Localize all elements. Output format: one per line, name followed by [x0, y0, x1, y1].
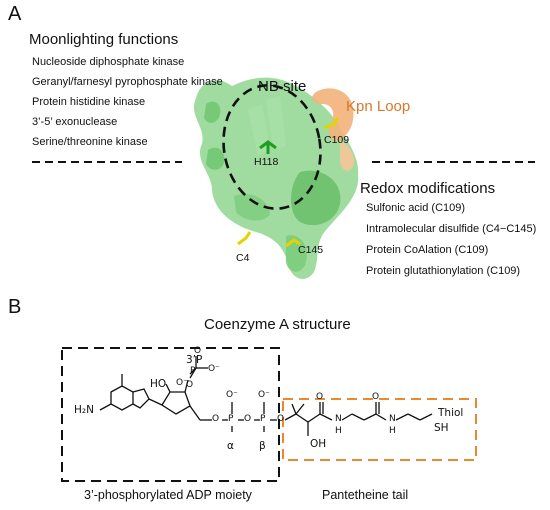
atom-beta: β [259, 440, 266, 452]
atom-o: O [194, 346, 202, 356]
coa-bonds [99, 356, 433, 436]
atom-h: H [389, 426, 396, 436]
adp-moiety-label: 3’-phosphorylated ADP moiety [84, 488, 252, 502]
protein-structure [193, 77, 359, 279]
nb-site-ellipse [222, 84, 322, 210]
moonlighting-item: Protein histidine kinase [32, 96, 146, 108]
atom-p: P [260, 414, 266, 424]
kpn-loop-shape [312, 88, 354, 142]
redox-item: Sulfonic acid (C109) [366, 202, 466, 214]
atom-o-minus: O⁻ [226, 390, 238, 400]
moonlighting-item: Geranyl/farnesyl pyrophosphate kinase [32, 76, 223, 88]
atom-o: O [277, 414, 285, 424]
atom-o-minus: O⁻ [176, 378, 188, 388]
atom-o: O [316, 392, 324, 402]
pantetheine-box [282, 398, 477, 461]
residue-c145-label: C145 [298, 244, 324, 256]
moonlighting-heading: Moonlighting functions [29, 31, 179, 48]
atom-ho: HO [150, 378, 167, 390]
redox-item: Protein CoAlation (C109) [366, 244, 489, 256]
atom-p: P [228, 414, 234, 424]
atom-nh2: H₂N [74, 404, 94, 416]
atom-o: O [372, 392, 380, 402]
adp-moiety-box [61, 347, 280, 482]
redox-item: Intramolecular disulfide (C4−C145) [366, 223, 537, 235]
atom-3p: 3’P [186, 354, 203, 366]
panel-b-letter: B [8, 296, 22, 318]
atom-sh: SH [434, 422, 449, 434]
atom-o-minus: O⁻ [208, 364, 220, 374]
kpn-loop-label: Kpn Loop [346, 98, 411, 115]
residue-c4-label: C4 [236, 252, 250, 264]
atom-o: O [212, 414, 220, 424]
atom-h: H [335, 426, 342, 436]
redox-item: Protein glutathionylation (C109) [366, 265, 521, 277]
atom-n: N [389, 414, 396, 424]
atom-o-minus: O⁻ [258, 390, 270, 400]
panel-a-letter: A [8, 3, 22, 25]
atom-n: N [335, 414, 342, 424]
nb-site-label: NB site [258, 78, 307, 95]
atom-alpha: α [227, 440, 234, 452]
residue-h118-label: H118 [254, 156, 279, 168]
atom-thiol: Thiol [438, 407, 464, 419]
moonlighting-item: Nucleoside diphosphate kinase [32, 56, 185, 68]
atom-oh: OH [310, 438, 327, 450]
c109-residue-sticks [323, 117, 340, 130]
atom-o: O [244, 414, 252, 424]
redox-heading: Redox modifications [360, 180, 496, 197]
residue-c109-label: C109 [324, 134, 350, 146]
c4-residue-sticks [237, 231, 252, 246]
moonlighting-item: 3’-5’ exonuclease [32, 116, 118, 128]
coa-title: Coenzyme A structure [204, 316, 351, 333]
h118-residue-sticks [259, 140, 277, 154]
moonlighting-item: Serine/threonine kinase [32, 136, 148, 148]
pantetheine-label: Pantetheine tail [322, 488, 409, 502]
c145-residue-sticks [285, 238, 301, 248]
atom-p: P [190, 366, 196, 376]
atom-o: O [186, 380, 194, 390]
